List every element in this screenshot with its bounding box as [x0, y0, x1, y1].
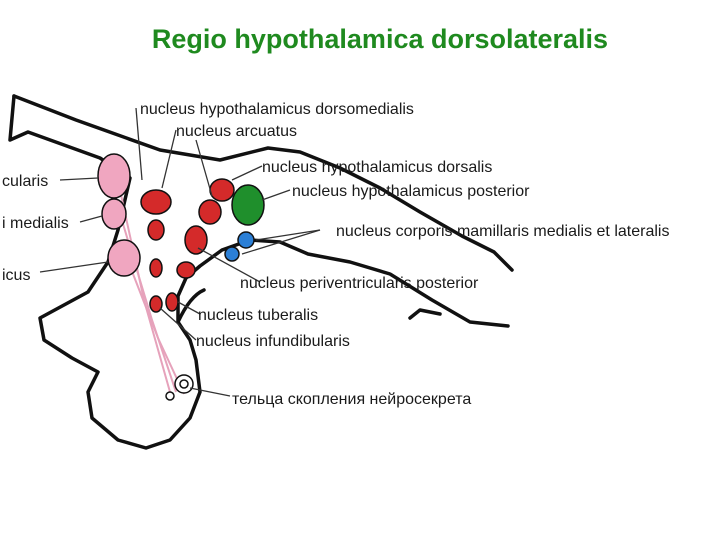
pink-nucleus-lower	[107, 239, 141, 277]
label-neurosecret: тельца скопления нейросекрета	[232, 391, 471, 408]
neurosecretion-bodies	[165, 374, 194, 401]
red-nucleus-dorsalis-b	[198, 199, 222, 225]
red-nucleus-infundibularis	[149, 295, 163, 313]
red-nucleus-dorsalis-a	[209, 178, 235, 202]
label-periventricularis: nucleus periventricularis posterior	[240, 275, 479, 292]
label-dorsomedialis: nucleus hypothalamicus dorsomedialis	[140, 101, 414, 118]
label-dorsalis: nucleus hypothalamicus dorsalis	[262, 159, 492, 176]
red-nucleus-tuberalis-a	[176, 261, 196, 279]
label-tuberalis: nucleus tuberalis	[198, 307, 318, 324]
leader-lines	[39, 107, 321, 397]
label-left-icus: icus	[2, 267, 30, 284]
red-nucleus-periventricular	[184, 225, 208, 255]
blue-nucleus-mamillaris-b	[224, 246, 240, 262]
diagram-title: Regio hypothalamica dorsolateralis	[151, 24, 609, 54]
label-arcuatus: nucleus arcuatus	[176, 123, 297, 140]
red-nucleus-dorsomedialis	[140, 189, 172, 215]
label-infundibularis: nucleus infundibularis	[196, 333, 350, 350]
red-nucleus-small	[149, 258, 163, 278]
label-left-medialis: i medialis	[2, 215, 69, 232]
label-mamillaris: nucleus corporis mamillaris medialis et …	[336, 223, 669, 240]
label-left-cularis: cularis	[2, 173, 48, 190]
pink-nucleus-middle	[101, 198, 127, 230]
red-nucleus-arcuatus-a	[147, 219, 165, 241]
blue-nucleus-mamillaris-a	[237, 231, 255, 249]
red-nucleus-tuberalis-b	[165, 292, 179, 312]
red-nuclei	[140, 178, 235, 313]
pink-nucleus-upper	[97, 153, 131, 199]
green-nucleus-posterior	[231, 184, 265, 226]
label-posterior: nucleus hypothalamicus posterior	[292, 183, 530, 200]
